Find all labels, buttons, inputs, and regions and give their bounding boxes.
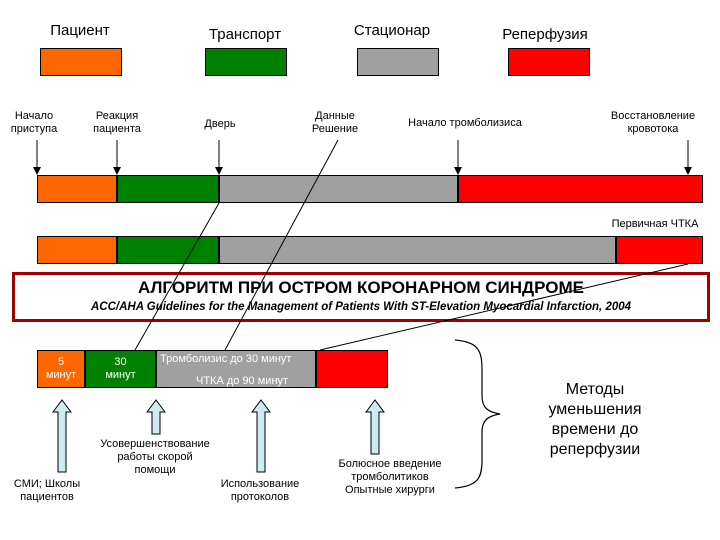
- goal-pci-label: ЧТКА до 90 минут: [196, 375, 289, 387]
- goal-reperfusion-box: [316, 350, 388, 388]
- timeline2-reperfusion-segment: [616, 236, 703, 264]
- summary-text: Методы уменьшения времени до реперфузии: [548, 381, 642, 458]
- pci-label: Первичная ЧТКА: [611, 218, 699, 230]
- method-bolus-label: Болюсное введение тромболитиков Опытные …: [338, 458, 442, 496]
- timeline2-transport-segment: [117, 236, 219, 264]
- goal-5min-label: 5 минут: [45, 356, 77, 381]
- legend-transport-title: Транспорт: [208, 26, 282, 43]
- timeline1-patient-segment: [37, 175, 117, 203]
- goal-30min-box: [85, 350, 156, 388]
- banner-title: АЛГОРИТМ ПРИ ОСТРОМ КОРОНАРНОМ СИНДРОМЕ: [138, 278, 584, 297]
- milestone-onset-label: Начало приступа: [10, 110, 58, 135]
- legend-hospital-title: Стационар: [353, 22, 431, 39]
- method-protocols-label: Использование протоколов: [220, 478, 300, 503]
- milestone-restoration-label: Восстановление кровотока: [610, 110, 696, 135]
- timeline2-patient-segment: [37, 236, 117, 264]
- legend-reperfusion-swatch: [508, 48, 590, 76]
- goal-hospital-box: [156, 350, 316, 388]
- legend-transport-swatch: [205, 48, 287, 76]
- milestone-thrombolysis-start-label: Начало тромболизиса: [408, 117, 522, 129]
- method-media-label: СМИ; Школы пациентов: [13, 478, 81, 503]
- algorithm-banner: АЛГОРИТМ ПРИ ОСТРОМ КОРОНАРНОМ СИНДРОМЕ …: [12, 272, 710, 322]
- timeline1-transport-segment: [117, 175, 219, 203]
- goal-30min-label: 30 минут: [105, 356, 136, 381]
- legend-patient-swatch: [40, 48, 122, 76]
- legend-reperfusion-title: Реперфузия: [502, 26, 588, 43]
- decision-diagonal: [224, 139, 339, 351]
- arrow-up-ambulance: [146, 399, 166, 435]
- milestone-door-label: Дверь: [204, 118, 236, 130]
- milestone-reaction-label: Реакция пациента: [93, 110, 141, 135]
- goal-thrombolysis-label: Тромболизис до 30 минут: [160, 353, 292, 365]
- arrow-up-protocols: [251, 399, 271, 473]
- door-diagonal: [134, 202, 220, 351]
- goal-5min-box: [37, 350, 85, 388]
- legend-patient-title: Пациент: [50, 22, 110, 39]
- legend-hospital-swatch: [357, 48, 439, 76]
- banner-subtitle: ACC/AHA Guidelines for the Management of…: [90, 301, 632, 313]
- method-ambulance-label: Усовершенствование работы скорой помощи: [100, 438, 210, 476]
- restoration-diagonal: [319, 263, 689, 351]
- methods-brace: [454, 339, 501, 489]
- timeline1-reperfusion-segment: [458, 175, 703, 203]
- timeline2-hospital-segment: [219, 236, 616, 264]
- timeline1-hospital-segment: [219, 175, 458, 203]
- milestone-data-decision-label: Данные Решение: [311, 110, 359, 135]
- arrow-up-bolus: [365, 399, 385, 455]
- arrow-up-media: [52, 399, 72, 473]
